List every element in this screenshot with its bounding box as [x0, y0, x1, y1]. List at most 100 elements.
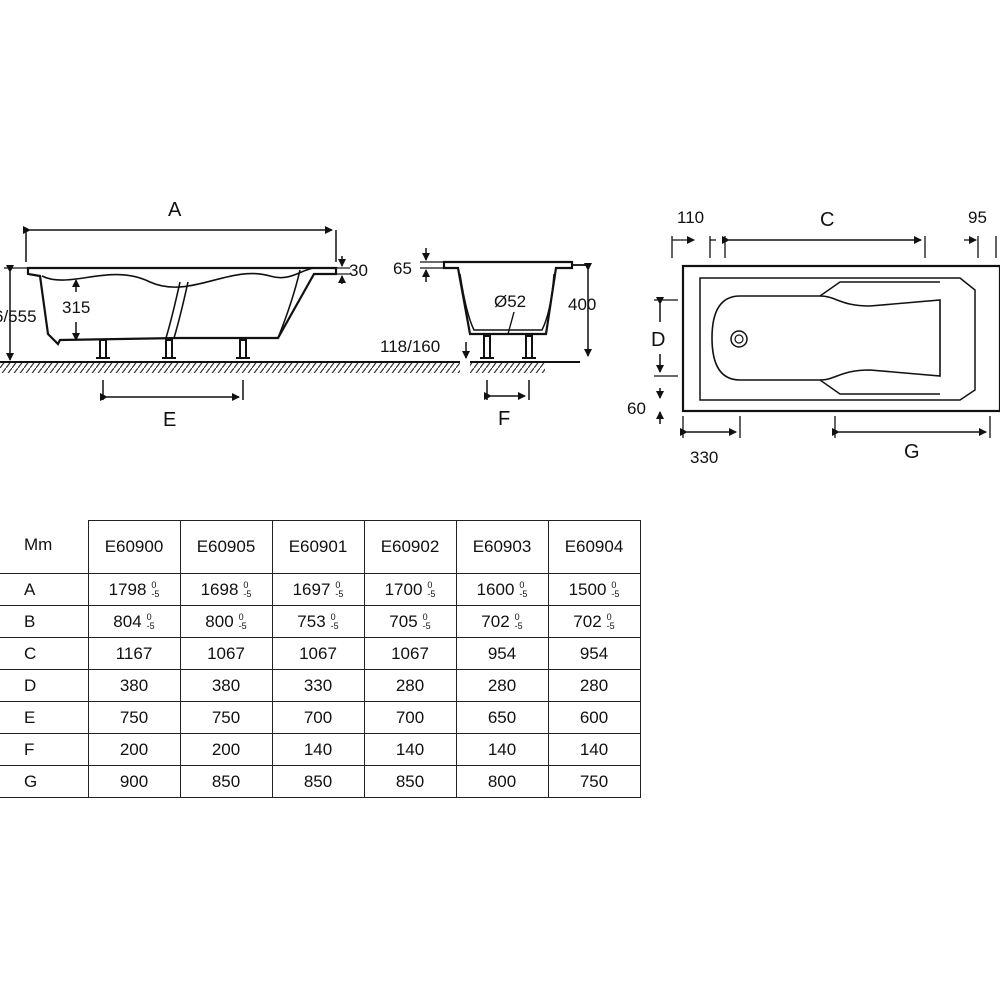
row-label: C — [0, 637, 88, 670]
tolerance-upper: 0 — [422, 612, 428, 623]
cell-value: 140 — [303, 739, 333, 759]
top-tub-rim — [699, 277, 976, 401]
tolerance-upper: 0 — [606, 612, 612, 623]
tolerance-lower: -5 — [151, 589, 160, 600]
label-dim-feet: 118/160 — [380, 337, 440, 356]
side-view — [0, 226, 460, 401]
table-cell: 750 — [87, 701, 181, 734]
tolerance: 0-5 — [151, 581, 159, 599]
cell-value: 280 — [579, 675, 609, 695]
table-cell: 280 — [547, 669, 641, 702]
table-cell: 600 — [547, 701, 641, 734]
cell-value: 1798 — [108, 579, 147, 599]
tolerance-lower: -5 — [611, 589, 620, 600]
tolerance: 0-5 — [515, 613, 523, 631]
cell-value: 800 — [205, 611, 234, 631]
tolerance-upper: 0 — [243, 580, 249, 591]
table-cell: 200 — [87, 733, 181, 766]
side-tub-rim-curve — [41, 267, 315, 288]
table-cell: 380 — [179, 669, 273, 702]
tolerance: 0-5 — [607, 613, 615, 631]
row-label: F — [0, 733, 88, 766]
cell-value: 330 — [303, 675, 333, 695]
tolerance: 0-5 — [147, 613, 155, 631]
side-tub-body — [26, 266, 338, 346]
label-e: E — [163, 409, 176, 431]
label-a: A — [168, 199, 182, 221]
table-corner-label: Mm — [24, 534, 53, 554]
tolerance-lower: -5 — [514, 621, 523, 632]
table-cell: 850 — [179, 765, 273, 798]
label-dim-400: 400 — [568, 295, 596, 314]
table-header-row: Mm E60900 E60905 E60901 E60902 E60903 E6… — [0, 520, 641, 574]
tolerance-lower: -5 — [335, 589, 344, 600]
tolerance-lower: -5 — [606, 621, 615, 632]
label-g: G — [904, 441, 920, 463]
cell-value: 1067 — [391, 643, 429, 663]
cell-value: 705 — [389, 611, 418, 631]
cell-value: 1500 — [568, 579, 607, 599]
cell-value: 1067 — [299, 643, 337, 663]
label-c: C — [820, 209, 834, 231]
tolerance-upper: 0 — [427, 580, 433, 591]
table-cell: 1067 — [271, 637, 365, 670]
table-cell: 140 — [363, 733, 457, 766]
row-label: B — [0, 605, 88, 638]
cell-value: 804 — [113, 611, 142, 631]
cell-value: 140 — [579, 739, 609, 759]
label-dim-drain: Ø52 — [494, 292, 526, 311]
model-header: E60904 — [547, 520, 641, 574]
cell-value: 954 — [487, 643, 517, 663]
table-cell: 1798 0-5 — [87, 573, 181, 606]
table-cell: 705 0-5 — [363, 605, 457, 638]
table-cell: 280 — [455, 669, 549, 702]
cell-value: 1067 — [207, 643, 245, 663]
table-cell: 702 0-5 — [547, 605, 641, 638]
table-cell: 954 — [455, 637, 549, 670]
row-label: D — [0, 669, 88, 702]
model-header: E60905 — [179, 520, 273, 574]
tolerance: 0-5 — [423, 613, 431, 631]
table-cell: 800 — [455, 765, 549, 798]
table-cell: 200 — [179, 733, 273, 766]
tolerance-lower: -5 — [519, 589, 528, 600]
tolerance-lower: -5 — [146, 621, 155, 632]
table-cell: 380 — [87, 669, 181, 702]
cell-value: 280 — [395, 675, 425, 695]
model-header: E60901 — [271, 520, 365, 574]
table-cell: 140 — [455, 733, 549, 766]
cell-value: 1698 — [200, 579, 239, 599]
cell-value: 850 — [303, 771, 333, 791]
end-feet — [480, 335, 536, 359]
table-cell: 1167 — [87, 637, 181, 670]
cell-value: 702 — [573, 611, 602, 631]
side-feet — [96, 339, 250, 359]
end-floor-hatch — [470, 363, 545, 373]
cell-value: 1700 — [384, 579, 423, 599]
cell-value: 700 — [303, 707, 333, 727]
tolerance-upper: 0 — [151, 580, 157, 591]
cell-value: 1600 — [476, 579, 515, 599]
cell-value: 900 — [119, 771, 149, 791]
technical-drawing: A 30 315 6/555 E 65 Ø52 400 11 — [0, 199, 1000, 467]
tolerance-upper: 0 — [611, 580, 617, 591]
tolerance: 0-5 — [331, 613, 339, 631]
table-cell: 850 — [363, 765, 457, 798]
tolerance: 0-5 — [243, 581, 251, 599]
table-cell: 954 — [547, 637, 641, 670]
row-label: G — [0, 765, 88, 798]
table-cell: 1067 — [179, 637, 273, 670]
cell-value: 750 — [579, 771, 609, 791]
table-cell: 1698 0-5 — [179, 573, 273, 606]
cell-value: 140 — [395, 739, 425, 759]
table-cell: 1500 0-5 — [547, 573, 641, 606]
table-cell: 750 — [179, 701, 273, 734]
table-cell: 700 — [271, 701, 365, 734]
tolerance-lower: -5 — [427, 589, 436, 600]
